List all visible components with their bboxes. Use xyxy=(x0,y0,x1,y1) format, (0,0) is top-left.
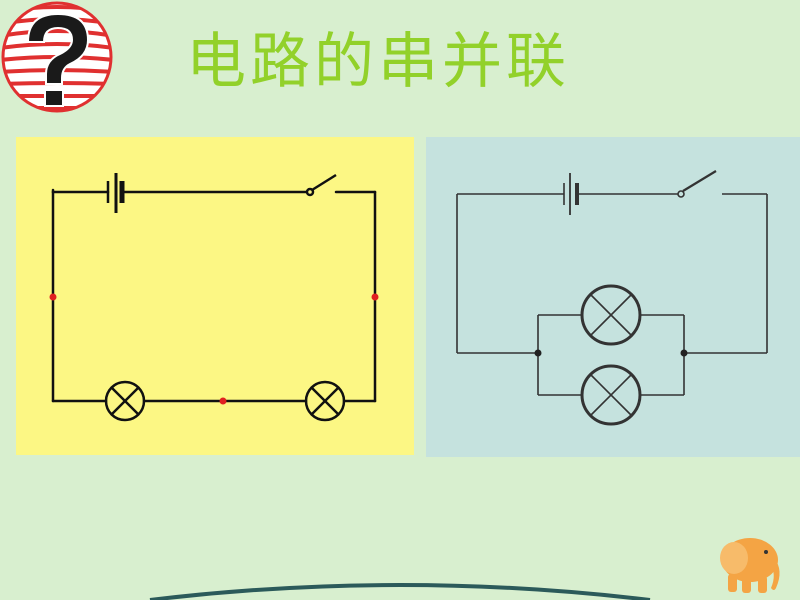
lamp-symbol-icon xyxy=(580,284,642,346)
lamp-symbol-icon xyxy=(304,380,346,422)
series-circuit-diagram xyxy=(49,173,379,422)
parallel-circuit-diagram xyxy=(456,170,768,426)
parallel-junction-left xyxy=(534,349,542,357)
elephant-mascot-icon xyxy=(720,538,780,593)
battery-symbol-icon xyxy=(106,173,125,213)
open-switch-symbol-icon xyxy=(677,170,717,198)
parallel-junction-right xyxy=(680,349,688,357)
series-marker-bottom xyxy=(219,397,227,405)
series-marker-left xyxy=(49,293,57,301)
battery-symbol-icon xyxy=(563,173,579,215)
page-title: 电路的串并联 xyxy=(186,27,570,97)
question-mark-globe-icon xyxy=(1,1,113,113)
open-switch-symbol-icon xyxy=(305,173,337,197)
parallel-circuit-panel xyxy=(426,137,800,457)
series-marker-right xyxy=(371,293,379,301)
series-circuit-panel xyxy=(16,137,414,455)
lamp-symbol-icon xyxy=(580,364,642,426)
bottom-decorative-arc xyxy=(149,583,651,600)
lamp-symbol-icon xyxy=(104,380,146,422)
